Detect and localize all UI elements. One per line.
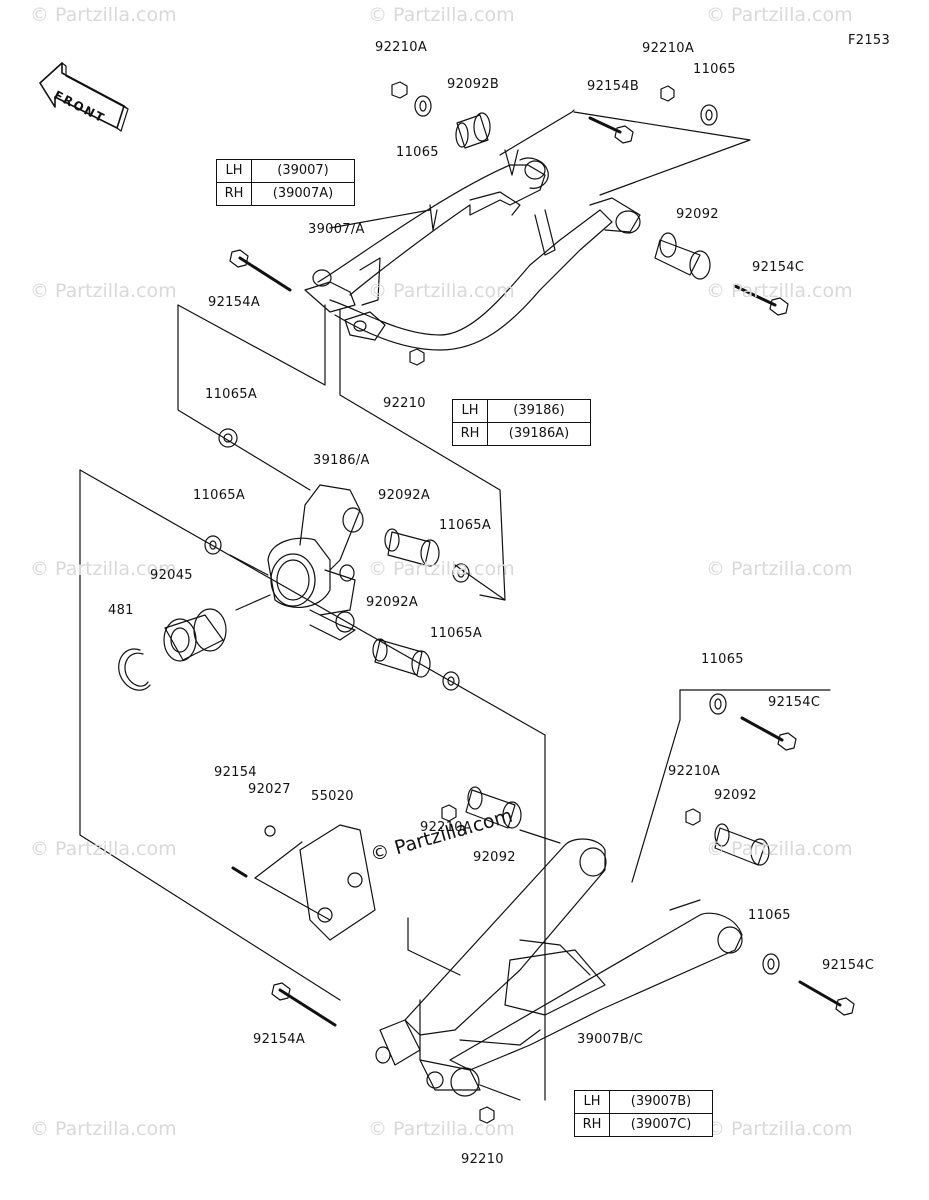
table-row: RH (39186A) bbox=[452, 422, 591, 446]
part-label-92092: 92092 bbox=[714, 788, 757, 803]
table-row: RH (39007C) bbox=[574, 1113, 713, 1137]
part-label-11065a: 11065A bbox=[439, 518, 492, 533]
front-arrow-icon bbox=[39, 62, 129, 132]
part-label-11065: 11065 bbox=[748, 908, 791, 923]
table-row: LH (39007) bbox=[216, 159, 355, 183]
table-row: LH (39007B) bbox=[574, 1090, 713, 1114]
knuckle-hardware-drawing bbox=[118, 304, 506, 691]
part-label-92092a: 92092A bbox=[378, 488, 431, 503]
part-label-92027: 92027 bbox=[248, 782, 291, 797]
part-label-92154c: 92154C bbox=[768, 695, 821, 710]
watermark: © Partzilla.com bbox=[706, 838, 853, 860]
side-cell: LH bbox=[216, 159, 252, 183]
upper-swing-arm-drawing bbox=[304, 149, 641, 351]
side-cell: RH bbox=[216, 182, 252, 206]
watermark: © Partzilla.com bbox=[706, 4, 853, 26]
code-cell: (39007B) bbox=[609, 1090, 713, 1114]
part-label-92154c: 92154C bbox=[822, 958, 875, 973]
part-label-11065: 11065 bbox=[693, 62, 736, 77]
part-label-39186-a: 39186/A bbox=[313, 453, 370, 468]
part-label-11065: 11065 bbox=[701, 652, 744, 667]
part-label-92210a: 92210A bbox=[642, 41, 695, 56]
part-label-92154: 92154 bbox=[214, 765, 257, 780]
part-label-92210a: 92210A bbox=[420, 820, 473, 835]
watermark: © Partzilla.com bbox=[368, 1118, 515, 1140]
table-39186: LH (39186) RH (39186A) bbox=[452, 399, 591, 446]
watermark: © Partzilla.com bbox=[30, 280, 177, 302]
table-row: RH (39007A) bbox=[216, 182, 355, 206]
side-cell: RH bbox=[574, 1113, 610, 1137]
part-label-92154a: 92154A bbox=[208, 295, 261, 310]
code-cell: (39007A) bbox=[251, 182, 355, 206]
watermark: © Partzilla.com bbox=[30, 4, 177, 26]
part-label-11065a: 11065A bbox=[193, 488, 246, 503]
part-label-92210: 92210 bbox=[383, 396, 426, 411]
part-label-92154b: 92154B bbox=[587, 79, 640, 94]
code-cell: (39186A) bbox=[487, 422, 591, 446]
code-cell: (39186) bbox=[487, 399, 591, 423]
figure-code: F2153 bbox=[848, 33, 891, 48]
table-row: LH (39186) bbox=[452, 399, 591, 423]
part-label-92210: 92210 bbox=[461, 1152, 504, 1167]
watermark: © Partzilla.com bbox=[30, 558, 177, 580]
part-label-92210a: 92210A bbox=[375, 40, 428, 55]
lower-swing-arm-drawing bbox=[375, 838, 743, 1097]
part-label-92092: 92092 bbox=[676, 207, 719, 222]
part-label-92154a: 92154A bbox=[253, 1032, 306, 1047]
part-label-11065: 11065 bbox=[396, 145, 439, 160]
part-label-92154c: 92154C bbox=[752, 260, 805, 275]
watermark: © Partzilla.com bbox=[706, 280, 853, 302]
watermark: © Partzilla.com bbox=[706, 1118, 853, 1140]
lower-hardware-drawing bbox=[79, 469, 855, 1124]
part-label-92092: 92092 bbox=[473, 850, 516, 865]
upper-hardware-drawing bbox=[229, 81, 789, 366]
part-label-39007-a: 39007/A bbox=[308, 222, 365, 237]
code-cell: (39007) bbox=[251, 159, 355, 183]
side-cell: RH bbox=[452, 422, 488, 446]
part-label-55020: 55020 bbox=[311, 789, 354, 804]
side-cell: LH bbox=[452, 399, 488, 423]
watermark: © Partzilla.com bbox=[30, 1118, 177, 1140]
part-label-92210a: 92210A bbox=[668, 764, 721, 779]
part-label-39007b-c: 39007B/C bbox=[577, 1032, 644, 1047]
watermark: © Partzilla.com bbox=[368, 4, 515, 26]
part-label-92045: 92045 bbox=[150, 568, 193, 583]
part-label-92092a: 92092A bbox=[366, 595, 419, 610]
watermark: © Partzilla.com bbox=[30, 838, 177, 860]
watermark: © Partzilla.com bbox=[706, 558, 853, 580]
part-label-92092b: 92092B bbox=[447, 77, 500, 92]
table-39007: LH (39007) RH (39007A) bbox=[216, 159, 355, 206]
part-label-481: 481 bbox=[108, 603, 134, 618]
knuckle-drawing bbox=[267, 484, 364, 641]
watermark: © Partzilla.com bbox=[368, 280, 515, 302]
table-39007bc: LH (39007B) RH (39007C) bbox=[574, 1090, 713, 1137]
side-cell: LH bbox=[574, 1090, 610, 1114]
watermark: © Partzilla.com bbox=[368, 558, 515, 580]
code-cell: (39007C) bbox=[609, 1113, 713, 1137]
part-label-11065a: 11065A bbox=[205, 387, 258, 402]
part-label-11065a: 11065A bbox=[430, 626, 483, 641]
